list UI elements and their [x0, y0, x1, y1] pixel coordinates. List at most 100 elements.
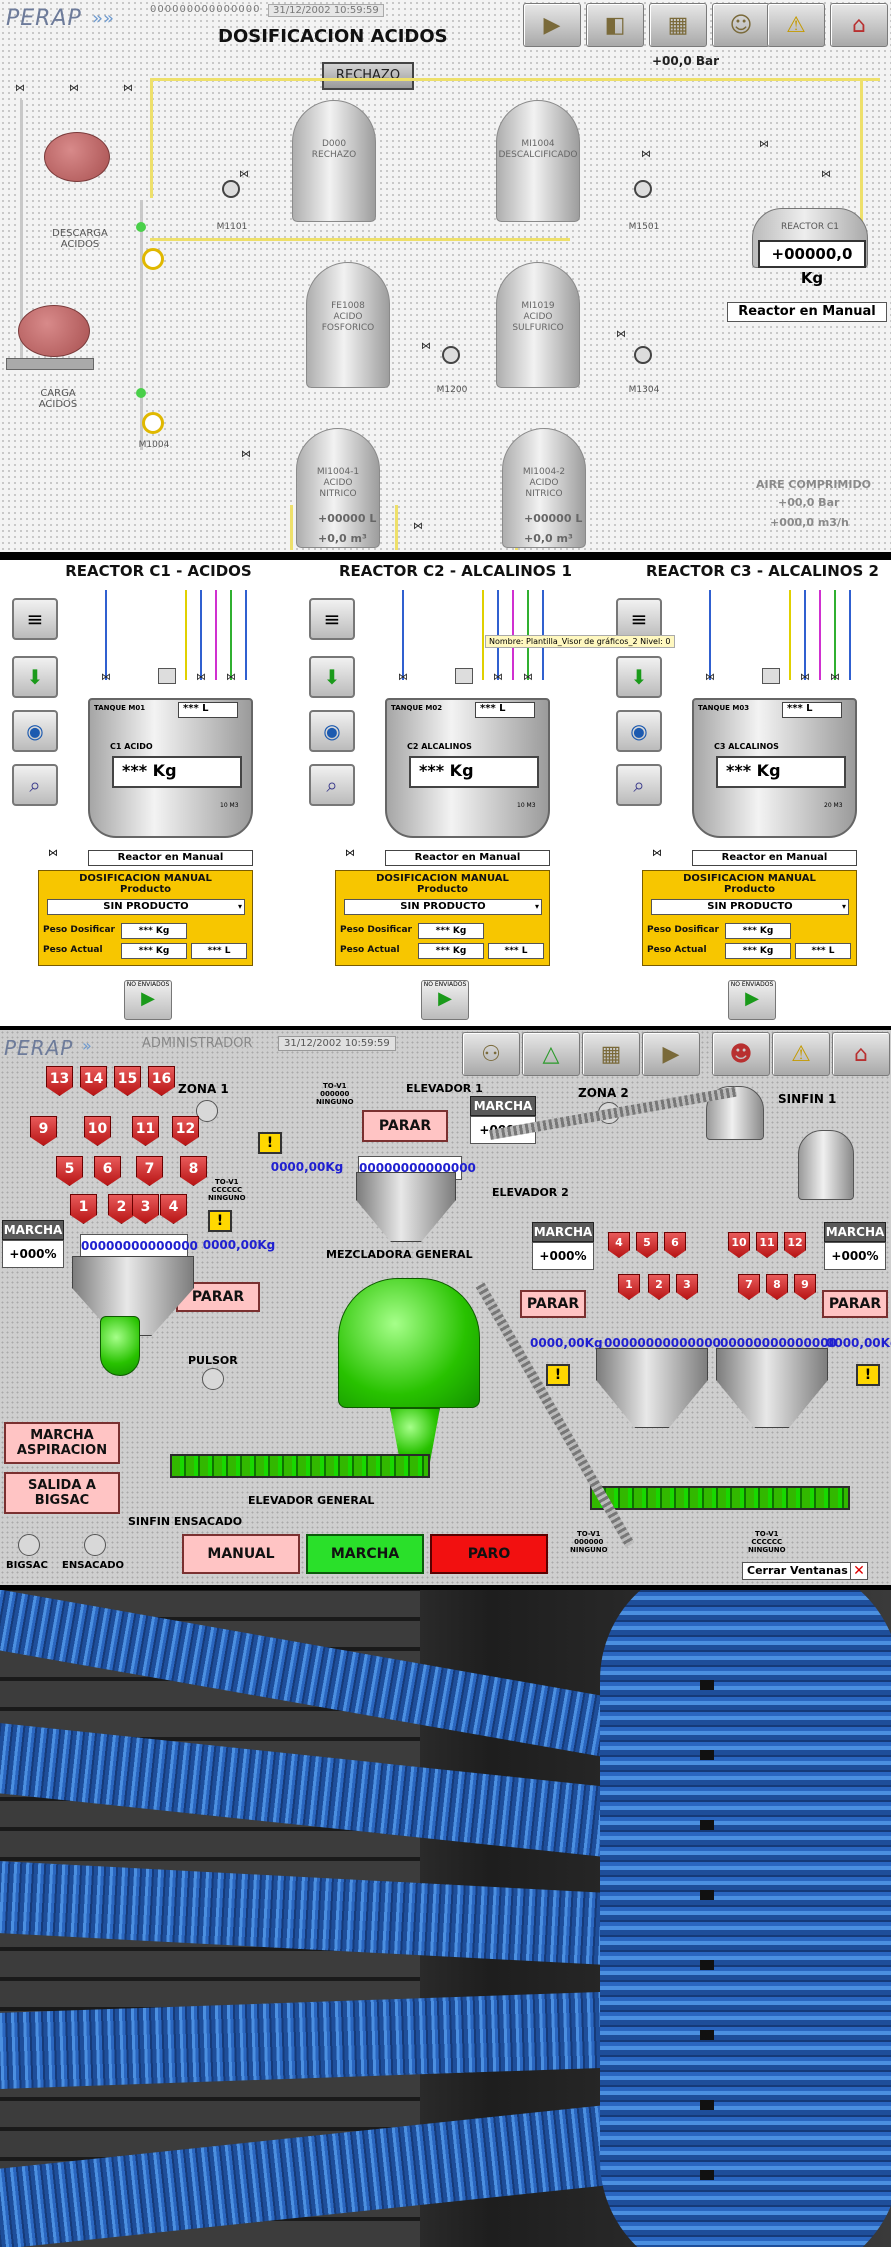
- silo-bin-3[interactable]: 3: [676, 1274, 698, 1300]
- silo-bin-2[interactable]: 2: [648, 1274, 670, 1300]
- toolbar-button-user[interactable]: ☻: [712, 1032, 770, 1076]
- pump-icon[interactable]: [634, 346, 652, 364]
- silo-bin-1[interactable]: 1: [70, 1194, 97, 1224]
- warning-icon[interactable]: !: [208, 1210, 232, 1232]
- toolbar-button-3[interactable]: ▦: [649, 3, 707, 47]
- valve-icon[interactable]: ⋈: [226, 672, 236, 683]
- valve-icon[interactable]: ⋈: [641, 149, 651, 160]
- toolbar-button-1[interactable]: ▶: [523, 3, 581, 47]
- pump-icon[interactable]: [442, 346, 460, 364]
- pump-icon[interactable]: [634, 180, 652, 198]
- reactor-search-button[interactable]: ⌕: [12, 764, 58, 806]
- valve-icon[interactable]: ⋈: [69, 83, 79, 94]
- toolbar-button-3[interactable]: ▦: [582, 1032, 640, 1076]
- silo-bin-12[interactable]: 12: [172, 1116, 199, 1146]
- warning-icon[interactable]: !: [546, 1364, 570, 1386]
- valve-icon[interactable]: ⋈: [821, 169, 831, 180]
- percent-display-left[interactable]: +000%: [2, 1240, 64, 1268]
- peso-dosificar-input[interactable]: *** Kg: [121, 923, 187, 939]
- marcha-aspiracion-button[interactable]: MARCHA ASPIRACION: [4, 1422, 120, 1464]
- valve-icon[interactable]: ⋈: [830, 672, 840, 683]
- valve-icon[interactable]: ⋈: [421, 341, 431, 352]
- reactor-fill-button[interactable]: ⬇: [309, 656, 355, 698]
- silo-bin-16[interactable]: 16: [148, 1066, 175, 1096]
- silo-bin-10[interactable]: 10: [84, 1116, 111, 1146]
- valve-icon[interactable]: ⋈: [616, 329, 626, 340]
- reactor-agitator-button[interactable]: ≡: [309, 598, 355, 640]
- parar-button-mid[interactable]: PARAR: [520, 1290, 586, 1318]
- warning-icon[interactable]: !: [856, 1364, 880, 1386]
- manual-button[interactable]: MANUAL: [182, 1534, 300, 1574]
- reactor-search-button[interactable]: ⌕: [309, 764, 355, 806]
- valve-icon[interactable]: ⋈: [15, 83, 25, 94]
- silo-bin-14[interactable]: 14: [80, 1066, 107, 1096]
- green-hopper-small[interactable]: [100, 1316, 140, 1376]
- valve-icon[interactable]: ⋈: [239, 169, 249, 180]
- reactor-agitator-button[interactable]: ≡: [12, 598, 58, 640]
- sinfin1-tank-2[interactable]: [798, 1130, 854, 1200]
- parar-button-top[interactable]: PARAR: [362, 1110, 448, 1142]
- toolbar-button-2[interactable]: ◧: [586, 3, 644, 47]
- silo-bin-7[interactable]: 7: [136, 1156, 163, 1186]
- valve-icon[interactable]: ⋈: [345, 848, 355, 859]
- silo-bin-11[interactable]: 11: [132, 1116, 159, 1146]
- silo-bin-13[interactable]: 13: [46, 1066, 73, 1096]
- pump-icon[interactable]: [222, 180, 240, 198]
- toolbar-button-home[interactable]: ⌂: [832, 1032, 890, 1076]
- warning-icon[interactable]: !: [258, 1132, 282, 1154]
- valve-icon[interactable]: ⋈: [241, 449, 251, 460]
- reactor-agitator-button[interactable]: ≡: [616, 598, 662, 640]
- silo-bin-3[interactable]: 3: [132, 1194, 159, 1224]
- silo-bin-6[interactable]: 6: [664, 1232, 686, 1258]
- silo-bin-8[interactable]: 8: [180, 1156, 207, 1186]
- valve-icon[interactable]: ⋈: [759, 139, 769, 150]
- valve-icon[interactable]: ⋈: [493, 672, 503, 683]
- reactor-fill-button[interactable]: ⬇: [616, 656, 662, 698]
- toolbar-button-user[interactable]: ☺: [712, 3, 770, 47]
- toolbar-button-alarm[interactable]: ⚠: [767, 3, 825, 47]
- elevador-general-conveyor[interactable]: [170, 1454, 430, 1478]
- download-button[interactable]: NO ENVIADOS▶: [421, 980, 469, 1020]
- silo-bin-2[interactable]: 2: [108, 1194, 135, 1224]
- reactor-view-button[interactable]: ◉: [12, 710, 58, 752]
- reactor-view-button[interactable]: ◉: [616, 710, 662, 752]
- mezcladora-vessel[interactable]: [338, 1278, 480, 1408]
- toolbar-button-home[interactable]: ⌂: [830, 3, 888, 47]
- silo-bin-9[interactable]: 9: [30, 1116, 57, 1146]
- marcha-button[interactable]: MARCHA: [306, 1534, 424, 1574]
- valve-icon[interactable]: ⋈: [398, 672, 408, 683]
- peso-dosificar-input[interactable]: *** Kg: [725, 923, 791, 939]
- reactor-view-button[interactable]: ◉: [309, 710, 355, 752]
- toolbar-button-1[interactable]: ⚇: [462, 1032, 520, 1076]
- bottom-conveyor[interactable]: [590, 1486, 850, 1510]
- silo-bin-6[interactable]: 6: [94, 1156, 121, 1186]
- close-icon[interactable]: ✕: [850, 1562, 868, 1580]
- silo-bin-1[interactable]: 1: [618, 1274, 640, 1300]
- toolbar-button-2[interactable]: △: [522, 1032, 580, 1076]
- silo-bin-9[interactable]: 9: [794, 1274, 816, 1300]
- percent-display-mid[interactable]: +000%: [532, 1242, 594, 1270]
- peso-dosificar-input[interactable]: *** Kg: [418, 923, 484, 939]
- valve-icon[interactable]: ⋈: [705, 672, 715, 683]
- silo-bin-12[interactable]: 12: [784, 1232, 806, 1258]
- paro-button[interactable]: PARO: [430, 1534, 548, 1574]
- reactor-fill-button[interactable]: ⬇: [12, 656, 58, 698]
- toolbar-button-4[interactable]: ▶: [642, 1032, 700, 1076]
- silo-bin-7[interactable]: 7: [738, 1274, 760, 1300]
- percent-display-right[interactable]: +000%: [824, 1242, 886, 1270]
- valve-icon[interactable]: ⋈: [800, 672, 810, 683]
- silo-bin-8[interactable]: 8: [766, 1274, 788, 1300]
- silo-bin-4[interactable]: 4: [160, 1194, 187, 1224]
- silo-bin-10[interactable]: 10: [728, 1232, 750, 1258]
- silo-bin-4[interactable]: 4: [608, 1232, 630, 1258]
- valve-icon[interactable]: ⋈: [652, 848, 662, 859]
- valve-icon[interactable]: ⋈: [523, 672, 533, 683]
- silo-bin-15[interactable]: 15: [114, 1066, 141, 1096]
- reactor-search-button[interactable]: ⌕: [616, 764, 662, 806]
